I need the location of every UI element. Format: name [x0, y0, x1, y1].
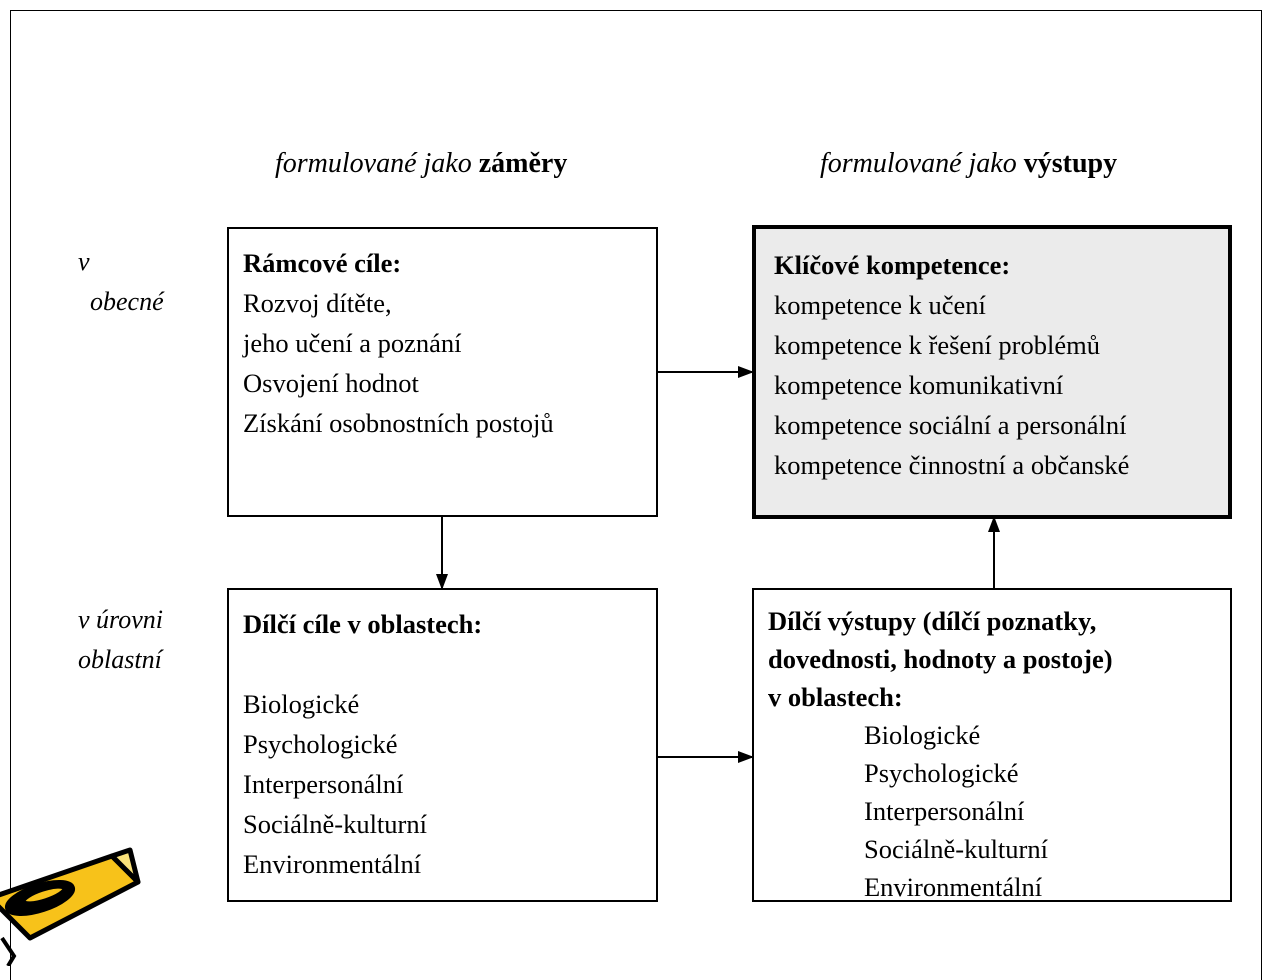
key-competence-line: kompetence sociální a personální	[774, 410, 1127, 440]
partial-goals-box: Dílčí cíle v oblastech: Biologické Psych…	[227, 588, 658, 902]
level-general-line2: obecné	[90, 287, 164, 316]
level-general: v obecné	[78, 242, 164, 322]
framework-goals-box: Rámcové cíle: Rozvoj dítěte, jeho učení …	[227, 227, 658, 517]
level-area: v úrovni oblastní	[78, 600, 163, 680]
header-outputs: formulované jako výstupy	[820, 148, 1117, 180]
level-area-line1: v úrovni	[78, 605, 163, 634]
pencil-icon	[0, 847, 141, 966]
slide-frame	[10, 10, 1262, 980]
key-competence-line: kompetence činnostní a občanské	[774, 450, 1130, 480]
header-intentions-bold: záměry	[478, 148, 568, 179]
header-intentions: formulované jako záměry	[275, 148, 567, 180]
framework-goal-line: jeho učení a poznání	[243, 328, 462, 358]
partial-outputs-box: Dílčí výstupy (dílčí poznatky, dovednost…	[752, 588, 1232, 902]
partial-outputs-title-line: dovednosti, hodnoty a postoje)	[768, 644, 1113, 674]
partial-goal-area: Sociálně-kulturní	[243, 809, 427, 839]
partial-goal-area: Interpersonální	[243, 769, 404, 799]
partial-output-area: Interpersonální	[864, 796, 1025, 826]
header-outputs-prefix: formulované jako	[820, 148, 1017, 179]
partial-output-area: Environmentální	[864, 872, 1043, 902]
level-area-line2: oblastní	[78, 645, 162, 674]
partial-goals-spacer	[243, 644, 642, 684]
framework-goal-line: Získání osobnostních postojů	[243, 408, 554, 438]
key-competence-line: kompetence komunikativní	[774, 370, 1064, 400]
framework-goal-line: Rozvoj dítěte,	[243, 288, 392, 318]
partial-goal-area: Biologické	[243, 689, 360, 719]
partial-outputs-title-line: v oblastech:	[768, 682, 903, 712]
partial-output-area: Sociálně-kulturní	[864, 834, 1048, 864]
partial-goals-title: Dílčí cíle v oblastech:	[243, 609, 483, 639]
key-competence-line: kompetence k učení	[774, 290, 986, 320]
framework-goal-line: Osvojení hodnot	[243, 368, 419, 398]
framework-goals-title: Rámcové cíle:	[243, 248, 402, 278]
key-competences-box: Klíčové kompetence: kompetence k učení k…	[752, 225, 1232, 519]
partial-goal-area: Environmentální	[243, 849, 422, 879]
key-competences-title: Klíčové kompetence:	[774, 250, 1011, 280]
partial-output-area: Psychologické	[864, 758, 1019, 788]
partial-output-area: Biologické	[864, 720, 981, 750]
level-general-line1: v	[78, 247, 90, 276]
partial-goal-area: Psychologické	[243, 729, 398, 759]
key-competence-line: kompetence k řešení problémů	[774, 330, 1100, 360]
header-intentions-prefix: formulované jako	[275, 148, 472, 179]
partial-outputs-title-line: Dílčí výstupy (dílčí poznatky,	[768, 606, 1097, 636]
header-outputs-bold: výstupy	[1023, 148, 1118, 179]
